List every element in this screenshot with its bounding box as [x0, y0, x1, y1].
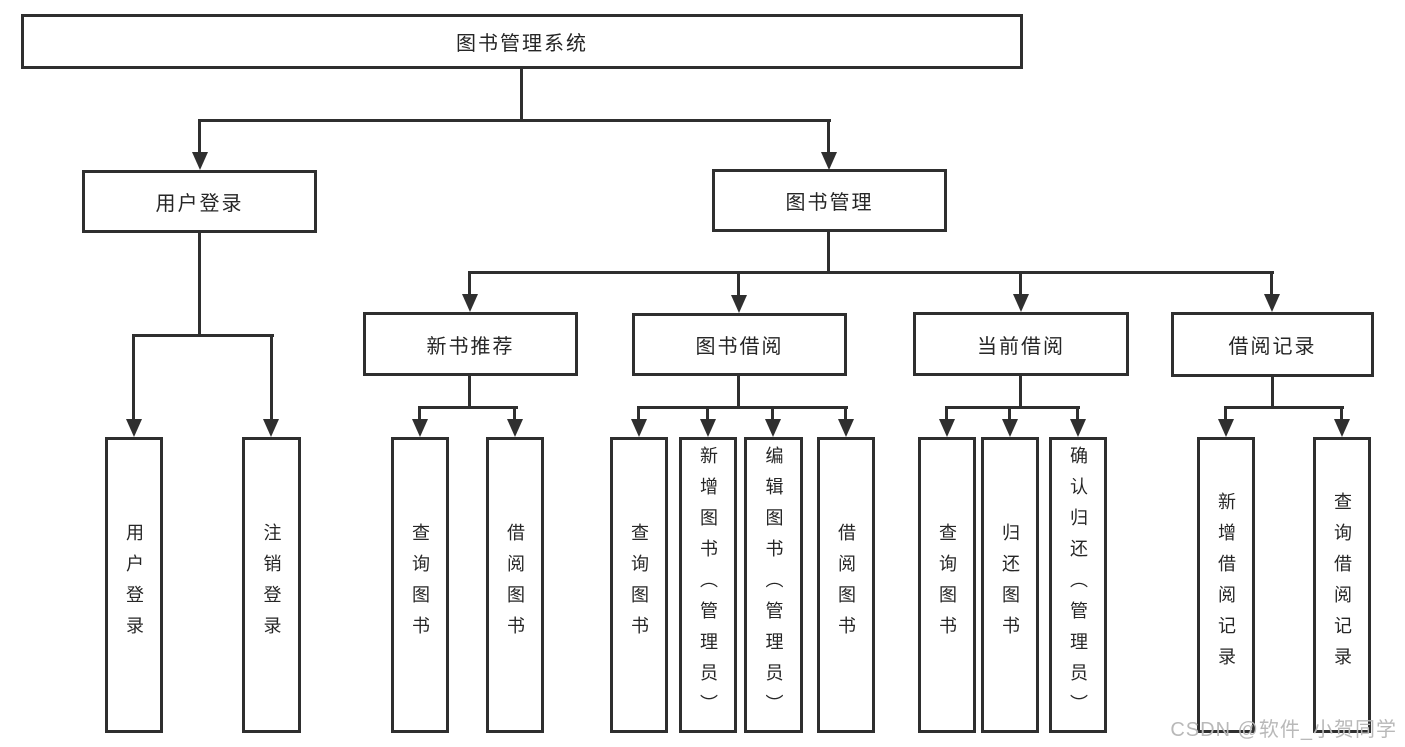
leaf-query-books: 查询图书	[391, 437, 449, 733]
connector-line	[418, 406, 518, 409]
leaf-query-borrow-record: 查询借阅记录	[1313, 437, 1371, 733]
arrow-down-icon	[631, 419, 647, 437]
connector-line	[1019, 271, 1022, 295]
arrow-down-icon	[192, 152, 208, 170]
arrow-down-icon	[126, 419, 142, 437]
node-book-management: 图书管理	[712, 169, 947, 232]
connector-line	[1019, 376, 1022, 406]
connector-line	[1271, 377, 1274, 406]
connector-line	[1224, 406, 1344, 409]
leaf-logout: 注销登录	[242, 437, 301, 733]
csdn-watermark: CSDN @软件_小贺同学	[1170, 719, 1397, 741]
connector-line	[706, 406, 709, 420]
connector-line	[513, 406, 516, 420]
node-user-login: 用户登录	[82, 170, 317, 233]
arrow-down-icon	[1334, 419, 1350, 437]
leaf-user-login: 用户登录	[105, 437, 163, 733]
leaf-add-borrow-record: 新增借阅记录	[1197, 437, 1255, 733]
connector-line	[827, 119, 830, 155]
connector-line	[771, 406, 774, 420]
leaf-confirm-return-admin: 确认归还（管理员）	[1049, 437, 1107, 733]
connector-line	[1076, 406, 1079, 420]
connector-line	[827, 232, 830, 271]
leaf-edit-book-admin: 编辑图书（管理员）	[744, 437, 803, 733]
leaf-query-books-2: 查询图书	[610, 437, 668, 733]
connector-line	[198, 233, 201, 334]
connector-line	[945, 406, 948, 420]
arrow-down-icon	[939, 419, 955, 437]
connector-line	[844, 406, 847, 420]
leaf-return-books: 归还图书	[981, 437, 1039, 733]
connector-line	[198, 119, 201, 155]
node-library-management-system: 图书管理系统	[21, 14, 1023, 69]
connector-line	[270, 334, 273, 420]
leaf-add-book-admin: 新增图书（管理员）	[679, 437, 737, 733]
arrow-down-icon	[412, 419, 428, 437]
connector-line	[1008, 406, 1011, 420]
connector-line	[418, 406, 421, 420]
connector-line	[737, 271, 740, 296]
arrow-down-icon	[1070, 419, 1086, 437]
node-new-book-recommend: 新书推荐	[363, 312, 578, 376]
connector-line	[1270, 271, 1273, 295]
connector-line	[198, 119, 831, 122]
connector-line	[637, 406, 848, 409]
leaf-query-books-3: 查询图书	[918, 437, 976, 733]
arrow-down-icon	[1002, 419, 1018, 437]
arrow-down-icon	[1013, 294, 1029, 312]
connector-line	[737, 376, 740, 406]
node-borrow-records: 借阅记录	[1171, 312, 1374, 377]
connector-line	[520, 69, 523, 119]
arrow-down-icon	[1264, 294, 1280, 312]
arrow-down-icon	[507, 419, 523, 437]
arrow-down-icon	[731, 295, 747, 313]
arrow-down-icon	[821, 152, 837, 170]
leaf-borrow-books-2: 借阅图书	[817, 437, 875, 733]
connector-line	[468, 271, 1274, 274]
connector-line	[945, 406, 1080, 409]
arrow-down-icon	[700, 419, 716, 437]
arrow-down-icon	[838, 419, 854, 437]
connector-line	[637, 406, 640, 420]
arrow-down-icon	[1218, 419, 1234, 437]
connector-line	[1224, 406, 1227, 420]
connector-line	[468, 271, 471, 295]
connector-line	[1340, 406, 1343, 420]
node-current-borrow: 当前借阅	[913, 312, 1129, 376]
arrow-down-icon	[462, 294, 478, 312]
connector-line	[132, 334, 135, 420]
connector-line	[132, 334, 274, 337]
arrow-down-icon	[765, 419, 781, 437]
node-book-borrow: 图书借阅	[632, 313, 847, 376]
arrow-down-icon	[263, 419, 279, 437]
leaf-borrow-books: 借阅图书	[486, 437, 544, 733]
connector-line	[468, 376, 471, 406]
